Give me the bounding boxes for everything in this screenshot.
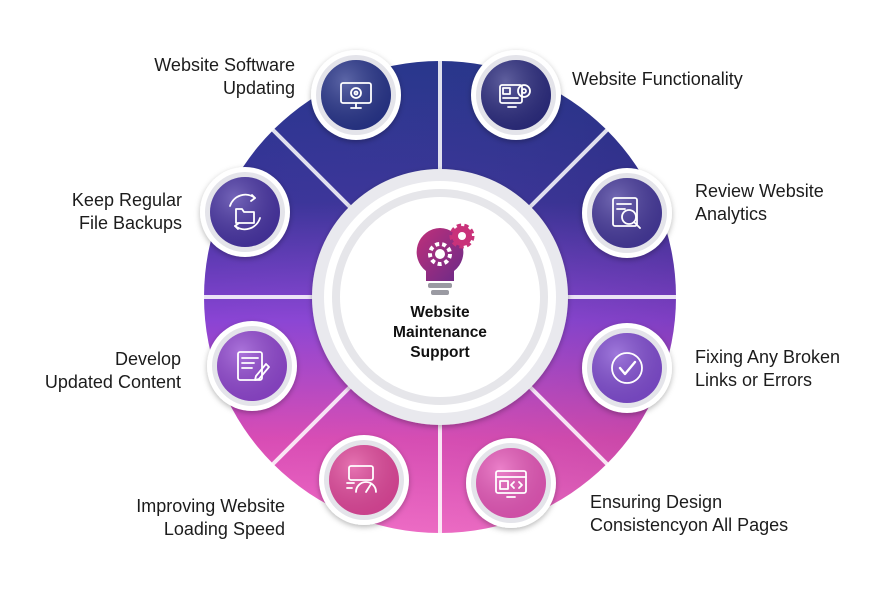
document-edit-icon (237, 351, 270, 381)
analytics-search-icon (612, 197, 641, 229)
item-icon-badge (207, 321, 297, 411)
lightbulb-gears-icon (416, 223, 475, 295)
item-icon-badge (200, 167, 290, 257)
item-label-line: Develop (114, 349, 181, 369)
item-label-line: Improving Website (136, 496, 285, 516)
item-label: Website Functionality (572, 68, 743, 91)
item-icon-badge (582, 323, 672, 413)
item-icon-badge (319, 435, 409, 525)
item-icon-badge (582, 168, 672, 258)
item-label-line: Fixing Any Broken (695, 347, 841, 367)
center-title-line: Maintenance (393, 324, 487, 341)
item-icon-badge (466, 438, 556, 528)
code-window-icon (495, 470, 527, 498)
item-label-line: Analytics (695, 204, 768, 224)
monitor-gear-icon (340, 82, 372, 109)
item-label-line: File Backups (78, 213, 182, 233)
item-icon-badge (471, 50, 561, 140)
speedometer-icon (346, 465, 377, 493)
item-label-line: Website Functionality (572, 69, 743, 89)
item-label-line: Keep Regular (71, 190, 182, 210)
item-label-line: Consistencyon All Pages (590, 515, 789, 535)
item-label-line: Updated Content (44, 372, 181, 392)
item-label-line: Review Website (695, 181, 824, 201)
item-label-line: Ensuring Design (590, 492, 723, 512)
folder-sync-icon (229, 193, 261, 231)
center-title-line: Support (410, 344, 470, 361)
layout-gear-icon (499, 84, 531, 108)
item-icon-badge (311, 50, 401, 140)
check-icon (611, 352, 643, 384)
item-label-line: Updating (222, 78, 295, 98)
inner-core (340, 197, 540, 397)
center-title-line: Website (410, 304, 470, 321)
item-label-line: Website Software (154, 55, 295, 75)
item-label-line: Loading Speed (163, 519, 285, 539)
item-label-line: Links or Errors (695, 370, 813, 390)
